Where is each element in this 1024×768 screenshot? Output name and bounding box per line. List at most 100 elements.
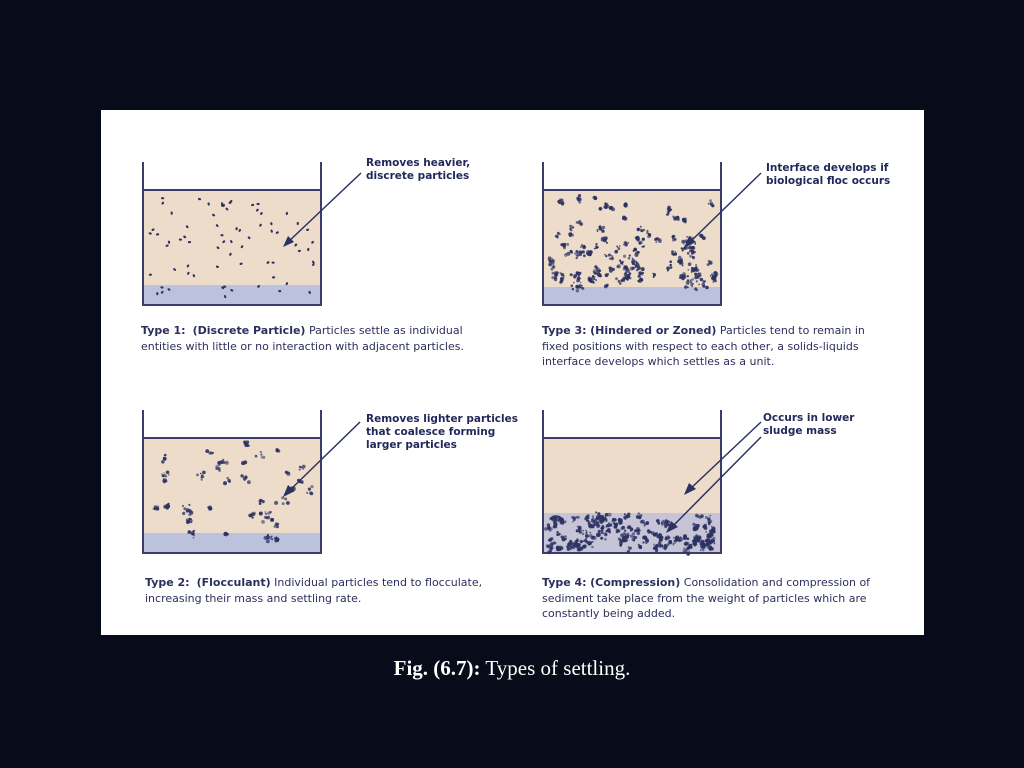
- floc-particle-speck: [161, 460, 165, 464]
- floc-particle-speck: [633, 263, 636, 266]
- compressed-particle-speck: [558, 518, 561, 521]
- compressed-particle: [655, 542, 664, 549]
- floc-particle-speck: [682, 219, 686, 223]
- floc-particle: [622, 241, 630, 247]
- tank2-arrowhead: [283, 485, 295, 497]
- floc-particle-speck: [601, 225, 606, 230]
- floc-particle-speck: [189, 520, 193, 524]
- caption-type4: Type 4: (Compression) Consolidation and …: [542, 575, 882, 622]
- floc-particle-speck: [241, 461, 246, 466]
- floc-particle-speck: [614, 249, 618, 254]
- floc-particle-speck: [691, 255, 694, 258]
- compressed-particle-speck: [546, 523, 551, 527]
- floc-particle-speck: [286, 471, 290, 475]
- floc-particle-speck: [575, 284, 579, 289]
- floc-particle-speck: [579, 250, 583, 255]
- compressed-particle-speck: [664, 537, 668, 541]
- floc-particle-speck: [624, 275, 627, 278]
- compressed-particle: [686, 544, 692, 551]
- floc-particle-speck: [188, 513, 192, 517]
- discrete-particle: [207, 202, 210, 206]
- floc-particle: [654, 237, 662, 244]
- compressed-particle: [582, 544, 587, 549]
- compressed-particle-speck: [591, 520, 594, 523]
- floc-particle: [575, 283, 585, 293]
- floc-particle-speck: [560, 273, 562, 275]
- floc-particle-speck: [165, 470, 170, 475]
- compressed-particle-speck: [611, 519, 615, 523]
- floc-particle-speck: [202, 470, 206, 475]
- floc-particle: [207, 505, 213, 511]
- discrete-particle: [215, 265, 219, 269]
- compressed-particle-speck: [708, 523, 711, 526]
- floc-particle-speck: [243, 440, 247, 444]
- compressed-particle: [548, 537, 554, 542]
- discrete-particle: [151, 228, 155, 231]
- discrete-particle: [312, 262, 315, 267]
- floc-particle-speck: [580, 246, 582, 248]
- settling-figure: Removes heavier, discrete particles Remo…: [101, 110, 924, 635]
- compressed-particle-speck: [548, 529, 550, 531]
- compressed-particle-speck: [598, 516, 601, 519]
- floc-particle: [672, 215, 680, 221]
- floc-particle-speck: [300, 480, 304, 484]
- floc-particle-speck: [224, 460, 229, 465]
- compressed-particle-speck: [664, 520, 667, 523]
- floc-particle-speck: [244, 462, 247, 465]
- type3-label: Type 3:: [542, 324, 587, 337]
- compressed-particle-speck: [604, 537, 607, 541]
- compressed-particle-speck: [694, 525, 698, 530]
- compressed-particle-speck: [672, 542, 675, 545]
- floc-particle-speck: [579, 277, 582, 280]
- floc-particle-speck: [641, 267, 645, 271]
- floc-particle: [580, 244, 587, 250]
- floc-particle: [600, 236, 608, 244]
- compressed-particle: [642, 537, 650, 545]
- floc-particle: [636, 225, 646, 233]
- compressed-particle-speck: [645, 539, 649, 544]
- tank3-arrow-line: [688, 172, 762, 244]
- floc-particle-speck: [271, 535, 273, 538]
- floc-particle-speck: [200, 474, 203, 477]
- floc-particle: [576, 194, 582, 204]
- floc-particle: [603, 283, 609, 289]
- type2-description: Individual particles tend to flocculate,…: [145, 576, 483, 605]
- floc-particle: [608, 205, 615, 212]
- compressed-particle-speck: [600, 526, 605, 530]
- compressed-particle-speck: [547, 527, 550, 530]
- compressed-particle-speck: [566, 545, 569, 548]
- compressed-particle: [584, 514, 590, 521]
- compressed-particle-speck: [566, 547, 571, 551]
- discrete-particle: [270, 222, 273, 226]
- compressed-particle-speck: [618, 538, 622, 542]
- tank2-sludge-layer: [144, 533, 320, 553]
- compressed-particle-speck: [623, 529, 627, 532]
- compressed-particle-speck: [634, 529, 637, 533]
- floc-particle-speck: [672, 238, 675, 242]
- floc-particle-speck: [714, 280, 717, 283]
- compressed-particle-speck: [606, 524, 610, 528]
- floc-particle-speck: [199, 472, 202, 475]
- floc-particle-speck: [680, 260, 682, 262]
- floc-particle-speck: [680, 247, 683, 250]
- floc-particle: [263, 534, 274, 544]
- tank-type4: [542, 410, 762, 556]
- compressed-particle-speck: [653, 543, 655, 546]
- floc-particle-speck: [575, 271, 579, 275]
- floc-particle-speck: [247, 480, 251, 485]
- tank3-arrowhead: [684, 236, 696, 248]
- floc-particle-speck: [600, 237, 603, 240]
- floc-particle-speck: [208, 507, 212, 511]
- floc-particle-speck: [691, 285, 694, 287]
- floc-particle-speck: [578, 200, 582, 204]
- compressed-particle-speck: [700, 545, 705, 550]
- floc-particle-speck: [595, 269, 598, 273]
- discrete-particle: [161, 201, 165, 205]
- compressed-particle-speck: [572, 516, 577, 520]
- floc-particle-speck: [671, 250, 675, 254]
- floc-particle-speck: [276, 539, 279, 541]
- floc-particle-speck: [626, 273, 631, 278]
- compressed-particle-speck: [588, 541, 592, 545]
- compressed-particle-speck: [578, 526, 582, 529]
- compressed-particle-speck: [701, 541, 704, 545]
